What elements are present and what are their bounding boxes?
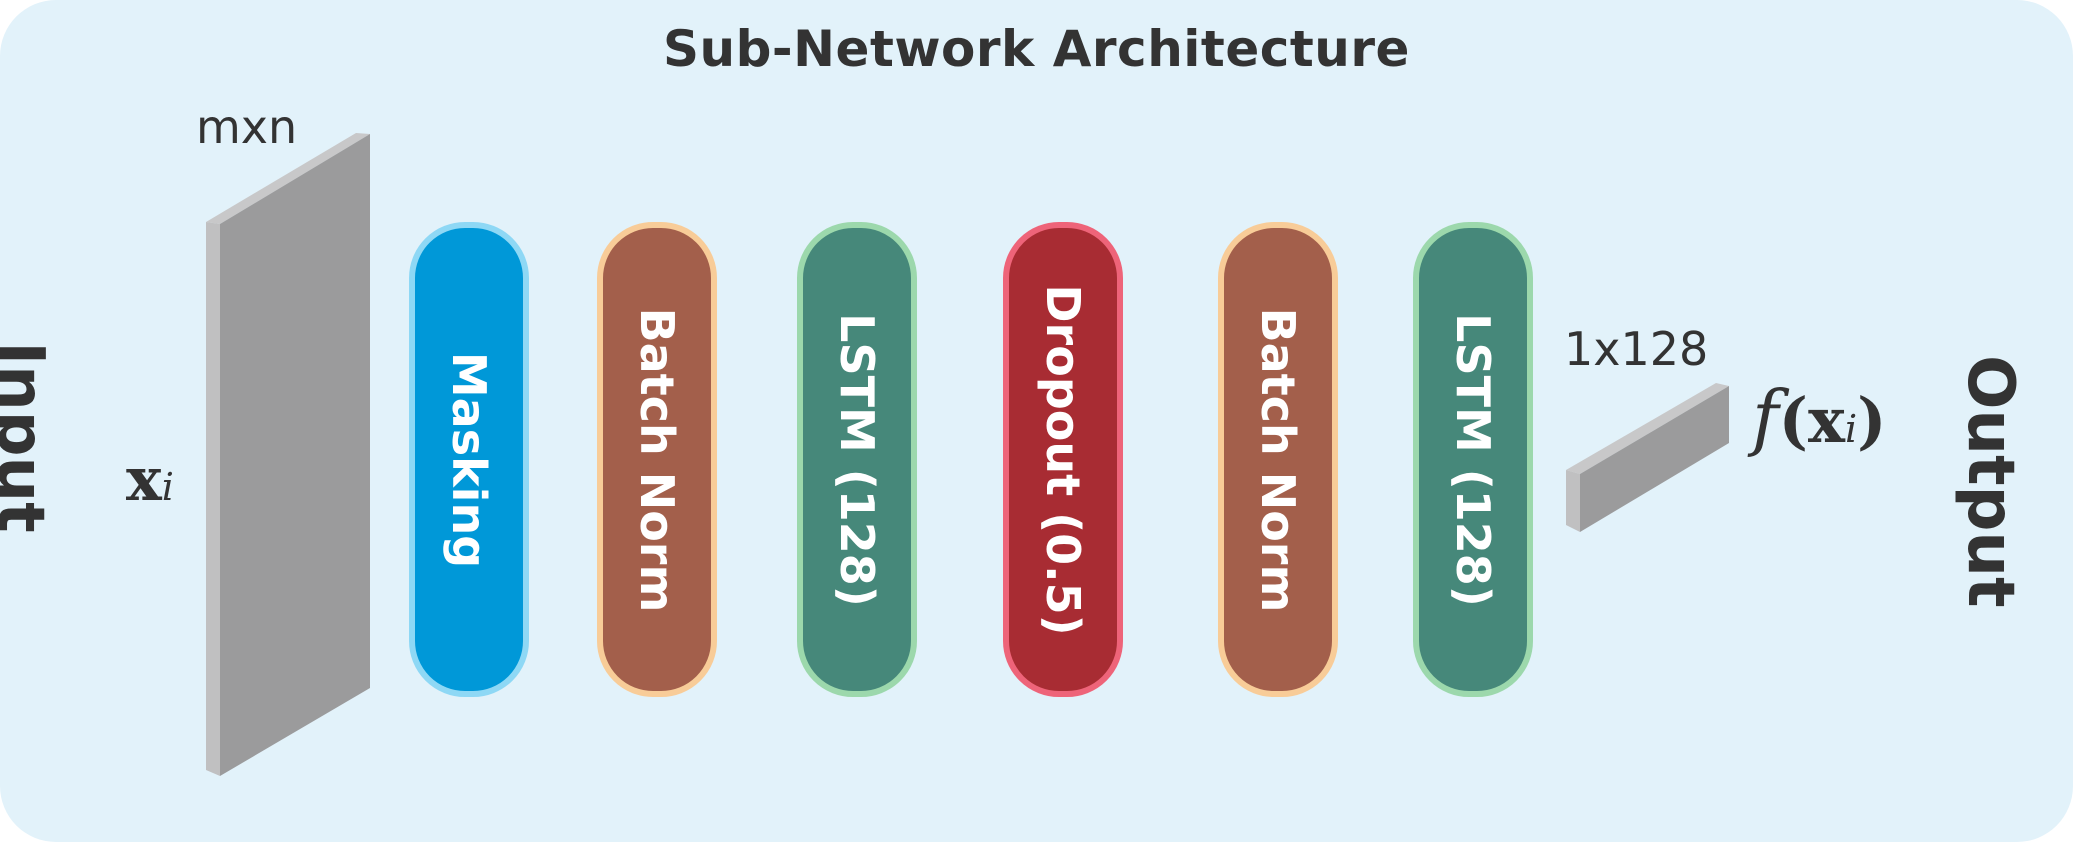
layer-lstm-1: LSTM (128) <box>797 222 917 697</box>
input-symbol-subscript: i <box>161 465 174 509</box>
layer-dropout: Dropout (0.5) <box>1003 222 1123 697</box>
input-symbol-x: x <box>126 445 162 515</box>
output-function: f(xi) <box>1752 375 1887 459</box>
output-symbol-subscript: i <box>1844 407 1858 451</box>
layer-masking: Masking <box>409 222 529 697</box>
output-label: Output <box>1953 355 2027 608</box>
output-symbol-x: x <box>1808 384 1845 457</box>
layer-batch-norm-2: Batch Norm <box>1218 222 1338 697</box>
layer-lstm-2-label: LSTM (128) <box>1446 312 1500 607</box>
input-tensor-slab <box>206 133 370 776</box>
layer-batch-norm-2-label: Batch Norm <box>1251 307 1305 612</box>
input-symbol: xi <box>126 445 174 515</box>
output-dims-label: 1x128 <box>1564 322 1709 376</box>
layer-masking-label: Masking <box>442 351 496 568</box>
layer-batch-norm-1: Batch Norm <box>597 222 717 697</box>
layer-lstm-2: LSTM (128) <box>1413 222 1533 697</box>
layer-dropout-label: Dropout (0.5) <box>1036 283 1090 636</box>
layer-lstm-1-label: LSTM (128) <box>830 312 884 607</box>
output-func-f: f <box>1752 375 1779 459</box>
input-dims-label: mxn <box>196 100 298 154</box>
diagram-title: Sub-Network Architecture <box>663 20 1410 78</box>
layer-batch-norm-1-label: Batch Norm <box>630 307 684 612</box>
output-tensor-slab <box>1566 383 1729 532</box>
